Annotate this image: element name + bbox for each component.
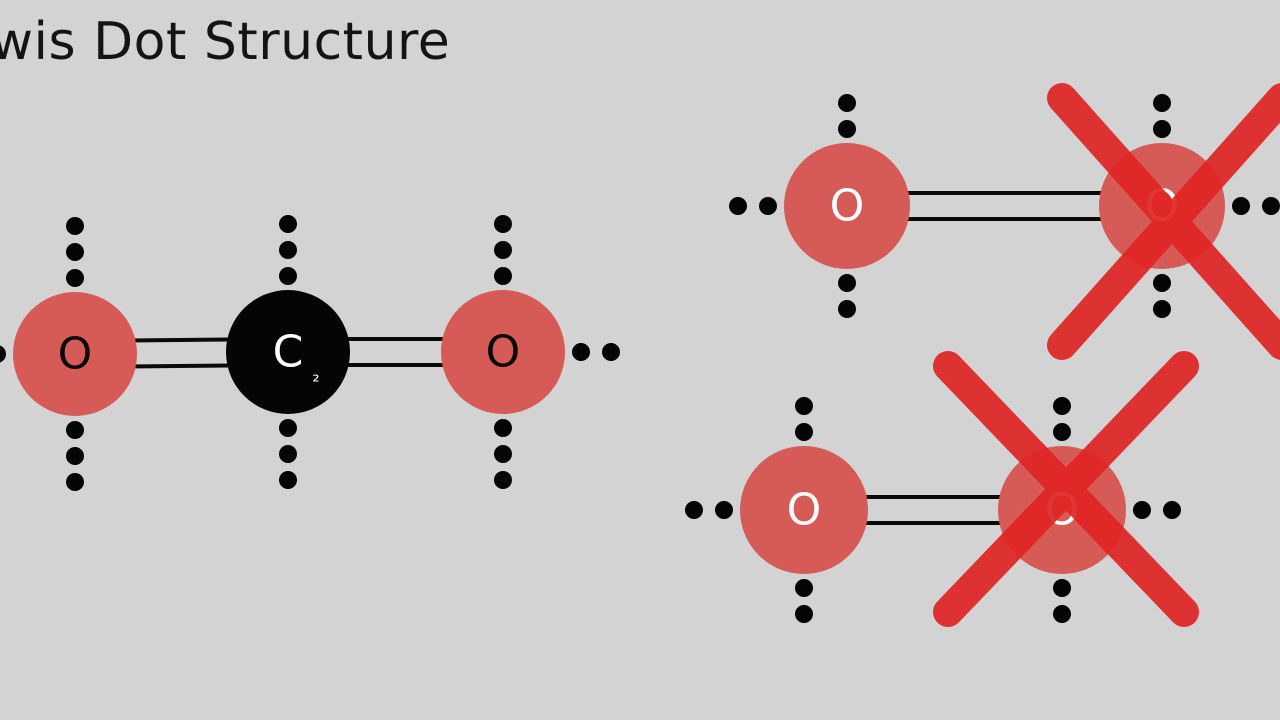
electron-dot: [838, 300, 856, 318]
electron-dot: [795, 423, 813, 441]
atom-oxygen: O: [0, 217, 137, 491]
electron-dot: [279, 445, 297, 463]
electron-dot: [66, 421, 84, 439]
electron-dot: [494, 215, 512, 233]
electron-dot: [602, 343, 620, 361]
electron-dot: [279, 215, 297, 233]
electron-dot: [494, 471, 512, 489]
cross-mark-icon: [1047, 83, 1280, 360]
carbon-atom-circle: [226, 290, 350, 414]
electron-dot: [494, 267, 512, 285]
electron-dot: [279, 241, 297, 259]
atom-label: O: [830, 181, 865, 232]
electron-dot: [279, 419, 297, 437]
electron-dot: [729, 197, 747, 215]
electron-dot: [1053, 579, 1071, 597]
electron-dot: [1232, 197, 1250, 215]
atom-oxygen: O: [729, 94, 910, 318]
oxygen-atom-circle: [13, 292, 137, 416]
electron-dot: [1153, 120, 1171, 138]
electron-dot: [1153, 94, 1171, 112]
electron-dot: [1163, 501, 1181, 519]
electron-dot: [838, 120, 856, 138]
atom-label: O: [58, 329, 93, 380]
oxygen-atom-circle: [740, 446, 868, 574]
electron-dot: [1133, 501, 1151, 519]
cross-stroke: [1047, 83, 1280, 360]
electron-dot: [795, 605, 813, 623]
atom-label: C: [273, 327, 304, 378]
oxygen-atom-circle: [784, 143, 910, 269]
electron-dot: [66, 217, 84, 235]
electron-dot: [494, 419, 512, 437]
electron-dot: [1153, 274, 1171, 292]
electron-dot: [795, 579, 813, 597]
electron-dot: [715, 501, 733, 519]
electron-dot: [1262, 197, 1280, 215]
electron-dot: [1053, 397, 1071, 415]
cross-mark-icon: [933, 351, 1199, 627]
molecule-o2-incorrect-bottom: OO: [685, 351, 1199, 627]
electron-dot: [759, 197, 777, 215]
atom-label: O: [486, 327, 521, 378]
electron-dot: [572, 343, 590, 361]
electron-dot: [494, 445, 512, 463]
page-title: ewis Dot Structure: [0, 12, 451, 72]
electron-dot: [0, 345, 6, 363]
electron-dot: [795, 397, 813, 415]
oxygen-atom-circle: [441, 290, 565, 414]
cross-stroke: [933, 351, 1199, 627]
electron-dot: [1053, 423, 1071, 441]
electron-dot: [838, 274, 856, 292]
electron-dot: [1153, 300, 1171, 318]
electron-dot: [66, 447, 84, 465]
electron-dot: [1053, 605, 1071, 623]
electron-dot: [838, 94, 856, 112]
atom-oxygen: O: [685, 397, 868, 623]
electron-dot: [279, 471, 297, 489]
electron-dot: [685, 501, 703, 519]
atom-oxygen: O: [441, 215, 620, 489]
atom-label: O: [787, 485, 822, 536]
electron-dot: [66, 473, 84, 491]
electron-dot: [279, 267, 297, 285]
molecule-o2-incorrect-top: OO: [729, 83, 1280, 360]
electron-dot: [66, 243, 84, 261]
electron-dot: [494, 241, 512, 259]
electron-dot: [66, 269, 84, 287]
atom-subscript: ₂: [312, 366, 319, 387]
